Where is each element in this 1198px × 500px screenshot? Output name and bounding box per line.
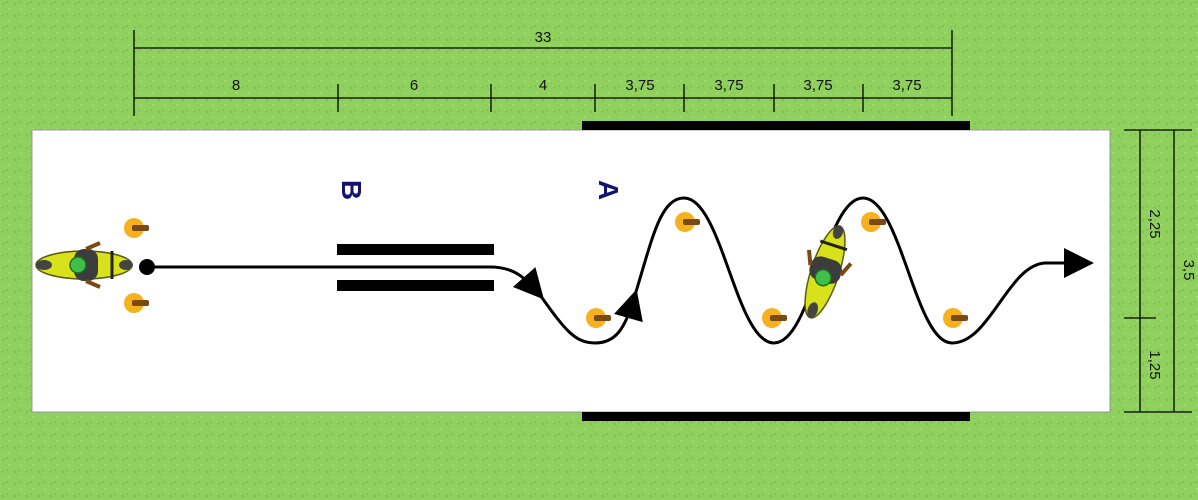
traffic-cone-icon	[861, 212, 886, 232]
traffic-cone-icon	[762, 308, 787, 328]
zone-b-bar-lower	[337, 280, 494, 291]
zone-a-top-boundary	[582, 121, 970, 130]
segment-label-6: 3,75	[803, 77, 832, 94]
path-first-weave	[538, 289, 643, 345]
traffic-cone-icon	[675, 212, 700, 232]
traffic-cone-icon	[586, 308, 611, 328]
width-dimensions	[1124, 129, 1192, 413]
length-dimensions	[133, 30, 953, 116]
traffic-cone-icon	[124, 293, 149, 313]
traffic-cone-icon	[124, 218, 149, 238]
segment-label-1: 8	[232, 77, 240, 94]
segment-label-2: 6	[410, 77, 418, 94]
motorcycle-rider-icon	[804, 225, 853, 319]
path-approach	[147, 265, 544, 300]
width-lower-label: 1,25	[1146, 350, 1163, 379]
motorcycle-rider-icon	[35, 241, 133, 289]
zone-a-bottom-boundary	[582, 412, 970, 421]
width-total-label: 3,5	[1180, 260, 1197, 281]
zone-b-label: B	[336, 180, 367, 200]
traffic-cone-icon	[943, 308, 968, 328]
zone-a-label: A	[593, 180, 624, 200]
segment-label-5: 3,75	[714, 77, 743, 94]
track-area	[31, 129, 1111, 413]
total-length-label: 33	[535, 29, 552, 46]
width-upper-label: 2,25	[1146, 209, 1163, 238]
segment-label-3: 4	[539, 77, 547, 94]
zone-b-bar-upper	[337, 244, 494, 255]
segment-label-7: 3,75	[892, 77, 921, 94]
segment-label-4: 3,75	[625, 77, 654, 94]
